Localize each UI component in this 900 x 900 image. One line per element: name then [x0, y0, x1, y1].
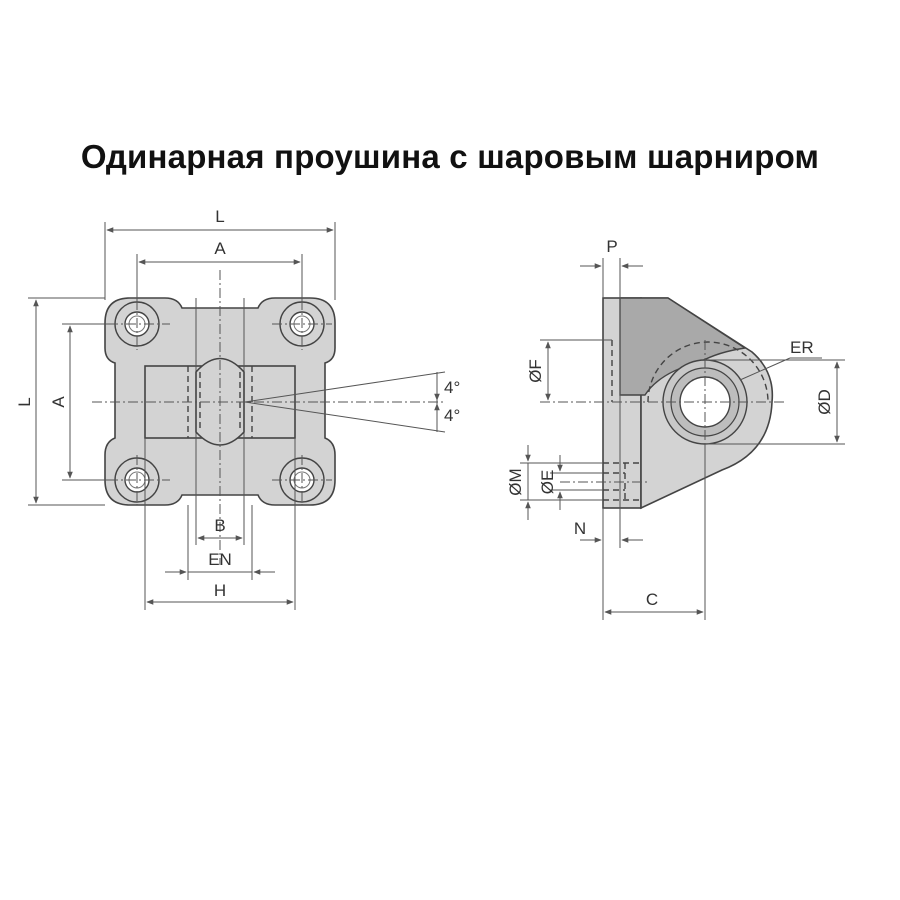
dim-ER: ER: [790, 338, 814, 357]
dim-P: P: [606, 237, 617, 256]
dim-D: ØD: [815, 389, 834, 415]
dim-L-top: L: [215, 207, 224, 226]
dim-E: ØE: [538, 470, 557, 495]
dim-B: B: [214, 516, 225, 535]
dim-L-side: L: [15, 397, 34, 406]
angle-upper-label: 4°: [444, 378, 460, 397]
side-view: P ØF ER ØD ØM ØE N: [506, 237, 845, 620]
dim-A-top: A: [214, 239, 226, 258]
dim-C: C: [646, 590, 658, 609]
dim-H: H: [214, 581, 226, 600]
dim-M: ØM: [506, 468, 525, 495]
diagram-title: Одинарная проушина с шаровым шарниром: [80, 138, 820, 175]
front-view: 4° 4° L A L A B EN: [15, 207, 460, 610]
dim-F: ØF: [526, 359, 545, 383]
dim-A-side: A: [49, 396, 68, 408]
dim-N: N: [574, 519, 586, 538]
dim-EN: EN: [208, 550, 232, 569]
angle-lower-label: 4°: [444, 406, 460, 425]
